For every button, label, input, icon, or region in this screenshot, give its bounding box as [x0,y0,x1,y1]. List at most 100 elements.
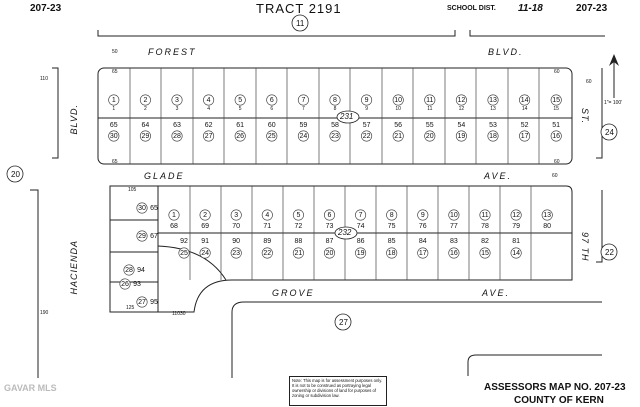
upper-parcel-circle: 16 [552,132,561,140]
book-page-right: 207-23 [576,3,608,14]
dim-125: 125 [126,305,135,311]
hacienda-curb [30,189,39,378]
lower-parcel-circle-ring [355,209,367,221]
lower-parcel-circle-ring [230,209,242,221]
dim-60-upper: 60 [554,69,560,75]
lower-parcel-circle: 19 [356,249,365,257]
lower-parcel-circle-ring [261,247,273,259]
upper-parcel-circle-ring [550,130,562,142]
upper-parcel-circle-ring [487,94,499,106]
upper-lot-number: 4 [207,106,210,112]
lower-parcel-circle: 23 [232,249,241,257]
lower-lot-number: 74 [356,223,365,230]
left-lot-number: 95 [150,298,158,306]
street-glade-ave: AVE. [484,171,513,181]
left-parcel-circle: 30 [138,204,146,212]
upper-parcel-circle-ring [203,130,215,142]
lower-parcel-circle: 22 [263,249,272,257]
upper-lot-number: 15 [553,106,559,112]
north-arrow-icon [609,54,619,66]
left-lot-number: 94 [137,266,145,274]
upper-parcel-circle-ring [234,130,246,142]
lower-parcel-circle-ring [479,209,491,221]
lower-parcel-circle-ring [178,247,190,259]
lower-lot-number: 85 [387,238,396,245]
lower-lot-number: 87 [325,238,334,245]
upper-parcel-circle-ring [329,130,341,142]
upper-parcel-circle: 13 [489,96,497,104]
lower-parcel-circle-ring [448,247,460,259]
lower-parcel-circle: 5 [296,211,301,219]
tract-title: TRACT 2191 [256,1,342,16]
left-lot-number: 67 [150,232,158,240]
upper-parcel-circle-ring [266,94,278,106]
upper-parcel-circle: 22 [362,132,371,140]
upper-parcel-circle: 26 [236,132,245,140]
lower-lot-number: 91 [201,238,209,245]
upper-parcel-circle-ring [487,130,499,142]
lower-parcel-circle: 18 [387,249,396,257]
block-231-oval [336,110,360,124]
upper-parcel-circle-ring [455,130,467,142]
upper-parcel-circle-ring [392,94,404,106]
lower-lot-number: 72 [294,223,303,230]
upper-lot-number: 61 [236,122,245,129]
lower-parcel-circle: 8 [389,211,394,219]
dim-60-lower: 60 [554,159,560,165]
upper-parcel-circle-ring [329,94,341,106]
lower-lot-number: 79 [512,223,520,230]
left-parcel-circle: 27 [138,298,146,306]
upper-parcel-circle-ring [297,130,309,142]
upper-parcel-circle-ring [519,130,531,142]
lower-lot-number: 83 [449,238,458,245]
lower-parcel-circle-ring [230,247,242,259]
upper-parcel-circle-ring [171,130,183,142]
street-forest-blvd: BLVD. [488,47,524,57]
book-page-left: 207-23 [30,3,62,14]
scale-label: 1"= 100' [604,100,623,106]
left-blvd-curb [52,67,59,159]
upper-parcel-circle: 20 [425,132,434,140]
upper-parcel-circle-ring [455,94,467,106]
upper-parcel-circle: 9 [364,96,369,104]
lower-parcel-circle-ring [355,247,367,259]
upper-parcel-circle: 6 [269,96,274,104]
lower-lot-number: 82 [481,238,489,245]
upper-lot-number: 52 [520,122,529,129]
dim-11030: 11030 [172,311,186,317]
lower-parcel-circle: 9 [420,211,425,219]
upper-parcel-circle: 30 [109,132,118,140]
upper-parcel-circle-ring [171,94,183,106]
block-27-circle [334,313,352,331]
dim-110: 110 [40,76,48,82]
block-number-bottom: 27 [339,318,348,327]
lower-block-outline [109,185,573,313]
upper-lot-number: 59 [299,122,308,129]
lower-parcel-circle: 17 [418,249,427,257]
upper-lot-number: 9 [365,106,368,112]
lower-parcel-circle: 3 [234,211,239,219]
curve-lot-line [157,245,227,281]
lower-lot-number: 92 [180,238,188,245]
dim-60-ave: 60 [552,173,558,179]
lower-parcel-circle-ring [510,209,522,221]
upper-parcel-circle-ring [297,94,309,106]
lower-parcel-circle: 4 [265,211,270,219]
dim-50: 50 [112,49,118,55]
lower-parcel-circle: 21 [294,249,303,257]
upper-block-outline [97,67,573,165]
upper-lot-number: 53 [489,122,497,129]
lower-parcel-circle: 1 [172,211,176,219]
lower-parcel-circle-ring [479,247,491,259]
upper-parcel-circle-ring [424,94,436,106]
left-parcel-circle: 26 [121,280,129,288]
upper-parcel-circle: 21 [394,132,403,140]
upper-lot-number: 12 [458,106,465,112]
upper-parcel-circle: 27 [204,132,213,140]
street-hacienda: HACIENDA [69,240,79,295]
upper-parcel-circle: 19 [457,132,466,140]
upper-parcel-circle: 25 [267,132,276,140]
lower-lot-number: 73 [325,223,334,230]
lower-parcel-circle: 10 [449,211,458,219]
county-label: COUNTY OF KERN [514,395,604,406]
